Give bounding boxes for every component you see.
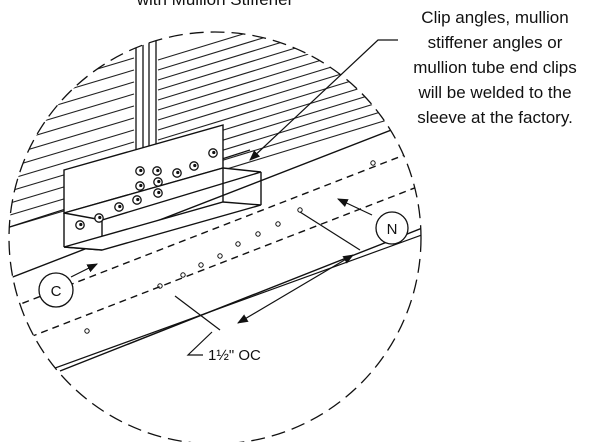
bolt-center	[156, 168, 160, 173]
bolt-center	[136, 197, 140, 202]
bolt-center	[176, 170, 180, 175]
bolt-center	[139, 183, 143, 188]
sleeve-hole	[402, 143, 408, 149]
louver-blade	[157, 32, 421, 111]
louver-blade	[9, 81, 135, 123]
detail-content	[9, 32, 421, 389]
bolt-center	[193, 163, 197, 168]
louver-blade	[9, 69, 135, 111]
callout-n: N	[337, 198, 409, 245]
louver-blade	[9, 33, 135, 75]
sleeve-hole	[255, 231, 261, 237]
louver-blade	[9, 93, 135, 135]
louver-blade	[157, 32, 421, 101]
note-leader	[249, 39, 398, 161]
louver-blade	[157, 39, 421, 121]
louver-blade	[9, 105, 135, 147]
bolt-center	[212, 150, 216, 155]
detail-boundary-circle	[8, 31, 422, 442]
bolt-center	[79, 222, 83, 227]
dimension-spacing-label: 1½" OC	[208, 347, 261, 364]
sleeve-hole	[370, 160, 376, 166]
louver-blade	[9, 45, 135, 87]
sleeve-hole	[235, 241, 241, 247]
sleeve-hole	[84, 328, 90, 334]
note-line-5: sleeve at the factory.	[417, 108, 573, 127]
sleeve-hole	[180, 272, 186, 278]
louver-blade	[9, 141, 135, 183]
clip-angle	[63, 124, 262, 251]
callout-c-label: C	[51, 283, 62, 300]
note-line-4: will be welded to the	[418, 83, 572, 102]
detail-title: with Mullion Stiffener	[136, 0, 294, 9]
callout-n-label: N	[387, 221, 398, 238]
sleeve-hole	[275, 221, 281, 227]
sleeve-hole	[157, 283, 163, 289]
bolt-center	[157, 179, 161, 184]
louver-blade	[157, 59, 421, 141]
louver-blade	[157, 32, 421, 91]
louver-blade	[157, 32, 421, 71]
bolt-center	[98, 215, 102, 220]
sleeve-hole	[198, 262, 204, 268]
louver-blade	[9, 117, 135, 159]
louver-blade	[9, 32, 135, 63]
note-line-1: Clip angles, mullion	[421, 8, 569, 27]
sleeve-hole	[217, 253, 223, 259]
clip-angle-bolts	[75, 148, 218, 230]
louver-blade	[157, 49, 421, 131]
louver-blade	[9, 32, 135, 51]
sleeve-hole	[297, 207, 303, 213]
dimension-lines	[174, 211, 361, 356]
note-line-2: stiffener angles or	[427, 33, 563, 52]
louver-blades	[9, 32, 421, 231]
bolt-center	[139, 168, 143, 173]
louver-blade	[157, 32, 421, 61]
bolt-center	[118, 204, 122, 209]
note-line-3: mullion tube end clips	[413, 58, 577, 77]
callout-c: C	[38, 263, 98, 308]
louver-blade	[9, 57, 135, 99]
bolt-center	[157, 190, 161, 195]
